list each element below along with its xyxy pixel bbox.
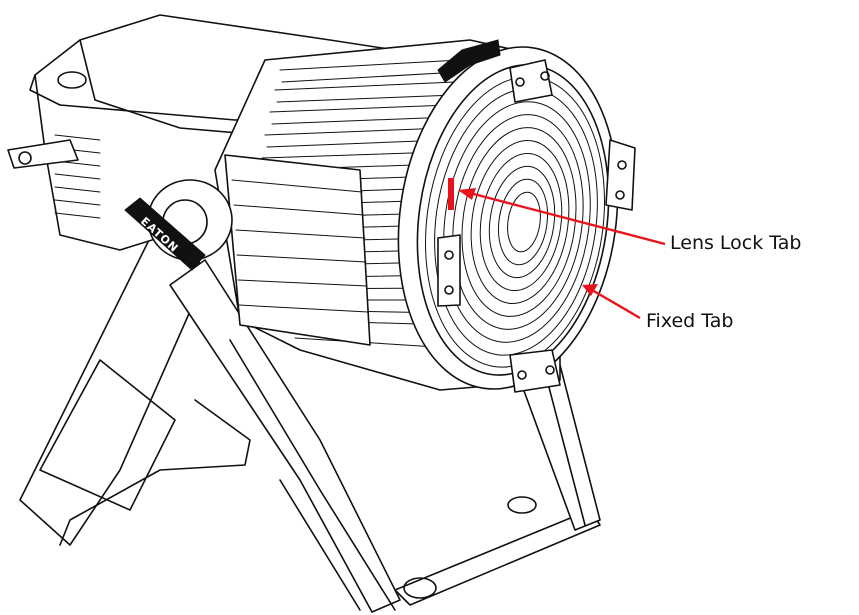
lens-lock-tab-leader bbox=[469, 191, 666, 246]
rear-vents bbox=[54, 134, 101, 219]
fixed-tab-label: Fixed Tab bbox=[646, 310, 734, 332]
rear-handle-knob bbox=[18, 151, 32, 165]
callouts bbox=[458, 188, 666, 320]
rear-handle-bar bbox=[7, 139, 79, 169]
latch-left bbox=[437, 234, 461, 307]
fresnel-lens bbox=[425, 76, 605, 368]
latch-right bbox=[605, 139, 636, 211]
base-foot-right bbox=[507, 496, 537, 514]
lens-lock-tab-marker bbox=[448, 178, 454, 210]
yoke-left-panel bbox=[39, 359, 176, 511]
yoke-front-edge bbox=[279, 479, 361, 611]
rear-handle-hole bbox=[57, 71, 87, 89]
yoke-knob-assembly: EATON bbox=[124, 179, 233, 271]
bezel-latches bbox=[437, 59, 636, 393]
lens-lock-tab-arrowhead bbox=[458, 188, 476, 200]
fixed-tab-arrowhead bbox=[582, 284, 598, 296]
base-bar bbox=[394, 509, 601, 606]
bezel-logo-plate bbox=[437, 39, 501, 83]
fixed-tab-leader bbox=[591, 288, 641, 320]
yoke-stand bbox=[19, 207, 601, 613]
side-fin-block bbox=[224, 154, 371, 346]
yoke-knob bbox=[124, 197, 206, 271]
latch-bottom bbox=[509, 349, 561, 393]
yoke-front-edge-2 bbox=[229, 339, 396, 611]
latch-top bbox=[509, 59, 553, 103]
yoke-left-brace bbox=[59, 399, 251, 546]
rear-cap bbox=[29, 74, 61, 106]
lens-lock-tab-label: Lens Lock Tab bbox=[670, 232, 802, 254]
base-foot-left bbox=[403, 577, 437, 599]
front-bezel bbox=[397, 39, 636, 393]
yoke-front-arm bbox=[169, 259, 401, 613]
yoke-right-edge bbox=[544, 371, 586, 526]
